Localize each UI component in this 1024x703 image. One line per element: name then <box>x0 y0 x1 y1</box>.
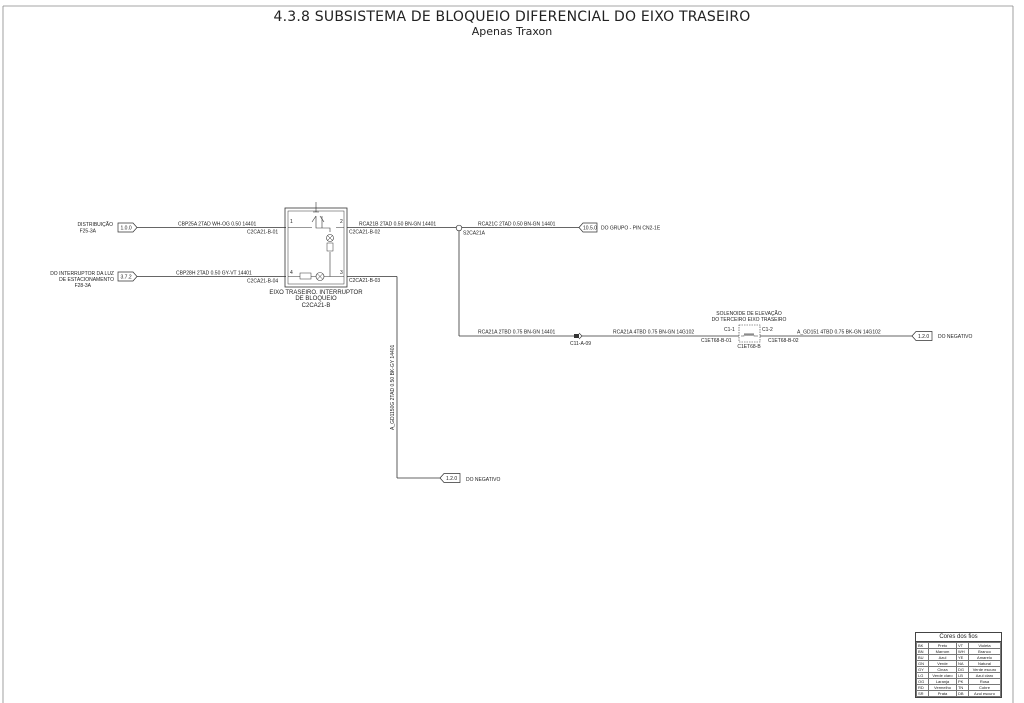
connector-ref: 10.5.0 <box>583 226 597 232</box>
connector-label: DO NEGATIVO <box>466 477 500 483</box>
wire-label: C2CA21-B-03 <box>349 278 380 284</box>
connector-label: F28-3A <box>75 283 92 289</box>
legend-color-name: Verde escuro <box>967 666 1002 673</box>
connector-parking-light-switch: 3.7.2 DO INTERRUPTOR DA LUZ DE ESTACIONA… <box>50 271 138 289</box>
switch-wire <box>288 262 344 277</box>
switch-pin: 4 <box>290 270 293 276</box>
switch-id: C2CA21-B <box>302 303 331 309</box>
solenoid-box <box>738 324 761 343</box>
page-subtitle: Apenas Traxon <box>471 25 553 38</box>
switch-wire <box>288 227 344 262</box>
connector-ref: 1.2.0 <box>918 334 929 340</box>
wire-label: C2CA21-B-02 <box>349 230 380 236</box>
wire-label: CBP25A 2TAD WH-OG 0.50 14401 <box>178 222 256 228</box>
switch-name: EIXO TRASEIRO. INTERRUPTOR <box>269 290 363 296</box>
wire-label: C2CA21-B-01 <box>247 230 278 236</box>
switch-contact <box>319 215 325 228</box>
solenoid-id: C1ET68-B <box>737 344 761 350</box>
switch-name: DE BLOQUEIO <box>295 296 337 302</box>
wire-label: C1ET68-B-02 <box>768 338 799 344</box>
legend-color-name: Verde claro <box>928 672 957 679</box>
lift-solenoid: SOLENOIDE DE ELEVAÇÃO DO TERCEIRO EIXO T… <box>712 310 787 350</box>
connector-ref: 3.7.2 <box>121 275 132 281</box>
solenoid-name: DO TERCEIRO EIXO TRASEIRO <box>712 317 787 323</box>
legend-color-name: Azul escuro <box>967 690 1002 697</box>
switch-pin: 2 <box>340 219 343 225</box>
differential-lock-switch: 1 2 3 4 EIXO TRASEIRO. INTERRUPTOR DE BL… <box>269 202 363 309</box>
connector-ref-box <box>578 222 598 233</box>
connector-negative-bottom: 1.2.0 DO NEGATIVO <box>439 473 500 483</box>
connector-label: DO GRUPO - PIN CN2-1E <box>601 226 661 232</box>
wire-pin: C1-1 <box>724 327 735 333</box>
switch-lamp-cross <box>327 235 333 241</box>
switch-contact <box>311 202 331 232</box>
wire-label: A_GD151 4TBD 0.75 BK-GN 14G102 <box>797 330 881 336</box>
connector-grupo: 10.5.0 DO GRUPO - PIN CN2-1E <box>578 222 661 233</box>
wire-label: RCA21C 2TAD 0.50 BN-GN 14401 <box>478 222 556 228</box>
page-title: 4.3.8 SUBSISTEMA DE BLOQUEIO DIFERENCIAL… <box>273 9 751 25</box>
connector-ref: 1.0.0 <box>121 226 132 232</box>
switch-lamp <box>326 234 334 242</box>
switch-resistor <box>326 242 334 252</box>
inline-connector-shape <box>578 332 583 340</box>
splice-point <box>455 224 463 232</box>
connector-ref-box <box>439 473 461 483</box>
wire-label: RCA21B 2TAD 0.50 BN-GN 14401 <box>359 222 436 228</box>
connector-label: DISTRIBUIÇÃO <box>77 221 113 228</box>
legend-color-name: Prata <box>928 690 957 697</box>
connector-negative-right: 1.2.0 DO NEGATIVO <box>911 331 972 341</box>
wire-label: C1ET68-B-01 <box>701 338 732 344</box>
solenoid-name: SOLENOIDE DE ELEVAÇÃO <box>716 310 782 317</box>
inline-connector: C11-A-09 <box>570 332 591 347</box>
switch-resistor <box>299 272 312 280</box>
solenoid-coil <box>741 333 758 337</box>
legend-code: SR <box>916 690 929 697</box>
wire-label: C2CA21-B-04 <box>247 279 278 285</box>
legend-title: Cores dos fios <box>916 633 1001 642</box>
connector-distribution: 1.0.0 DISTRIBUIÇÃO F25-3A <box>77 221 138 235</box>
legend-code: DB <box>955 690 969 697</box>
connector-ref-box <box>117 222 138 233</box>
connector-label: DE ESTACIONAMENTO <box>59 277 114 283</box>
inline-connector-label: C11-A-09 <box>570 341 591 347</box>
connector-label: DO INTERRUPTOR DA LUZ <box>50 271 114 277</box>
connector-ref-box <box>911 331 933 341</box>
wire-label: A_GD1150G 2TAD 0.50 BK-GY 14401 <box>390 344 396 430</box>
connector-ref-box <box>117 271 138 282</box>
connector-label: F25-3A <box>80 229 97 235</box>
connector-label: DO NEGATIVO <box>938 334 972 340</box>
switch-pin: 1 <box>290 219 293 225</box>
wire-label: RCA21A 2TBD 0.75 BN-GN 14401 <box>478 330 555 336</box>
splice-label: S2CA21A <box>463 231 486 237</box>
connector-ref: 1.2.0 <box>446 476 457 482</box>
wire-label: RCA21A 4TBD 0.75 BN-GN 14G102 <box>613 330 694 336</box>
wire-pin: C1-2 <box>762 327 773 333</box>
switch-pin: 3 <box>340 270 343 276</box>
switch-lamp-cross <box>316 273 324 280</box>
wire-label: CBP28H 2TAD 0.50 GY-VT 14401 <box>176 271 252 277</box>
inline-connector-body <box>574 334 579 338</box>
